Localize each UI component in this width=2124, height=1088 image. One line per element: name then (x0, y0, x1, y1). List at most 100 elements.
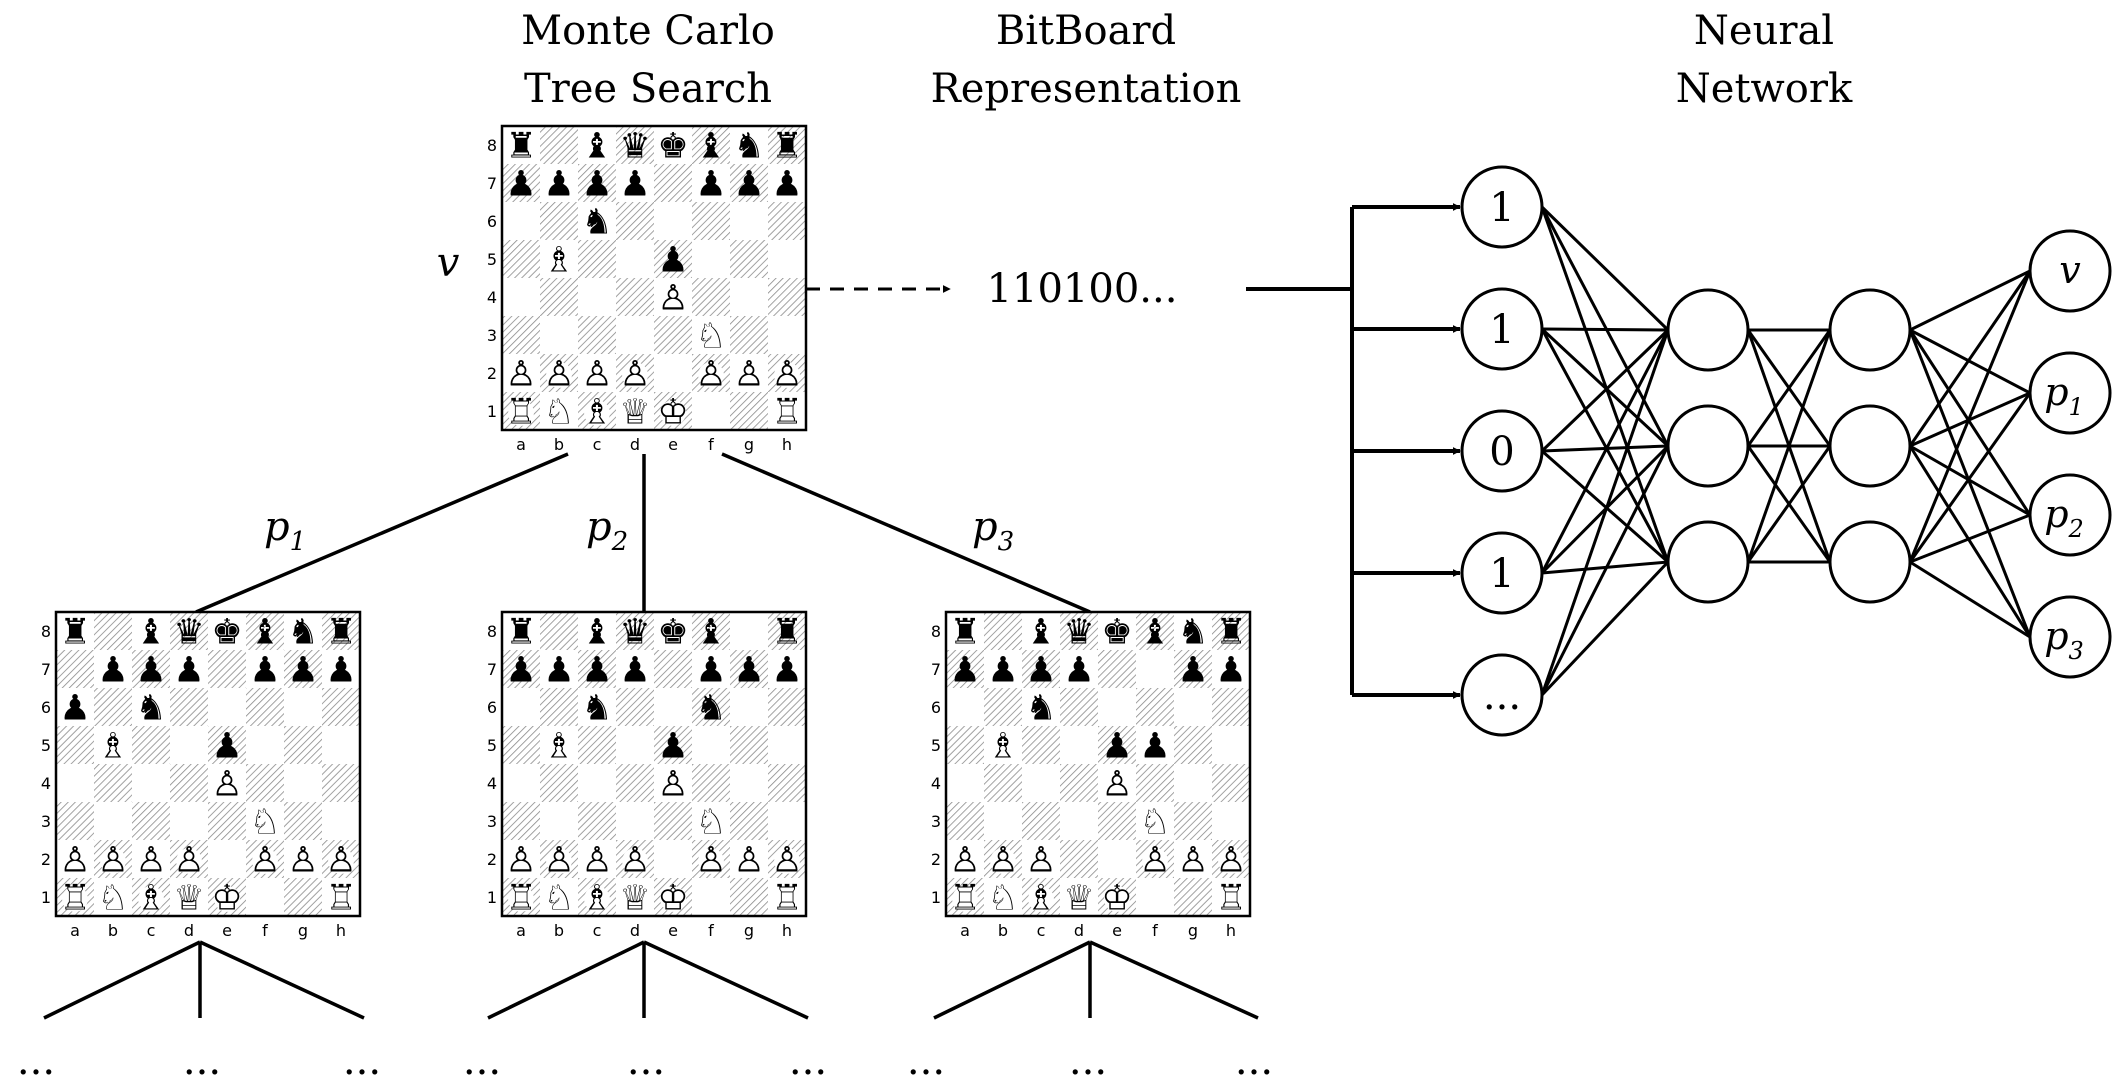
dark-square (540, 126, 578, 164)
rank-label: 4 (931, 774, 941, 793)
rank-label: 6 (41, 698, 51, 717)
white-rook-icon: ♖ (325, 879, 356, 919)
light-square (1022, 612, 1060, 650)
light-square (654, 688, 692, 726)
file-label: b (554, 921, 564, 940)
light-square (94, 650, 132, 688)
black-queen-icon: ♛ (619, 127, 650, 167)
light-square (1174, 688, 1212, 726)
input-bus-arrows (1246, 203, 1461, 699)
light-square (94, 802, 132, 840)
dark-square (540, 688, 578, 726)
output-node-label: p3 (2044, 614, 2084, 665)
dark-square (578, 164, 616, 202)
light-square (692, 726, 730, 764)
dark-square (208, 726, 246, 764)
white-king-icon: ♔ (657, 879, 688, 919)
dark-square (502, 802, 540, 840)
dark-square (768, 688, 806, 726)
dark-square (94, 612, 132, 650)
board-border (944, 610, 1252, 918)
file-label: c (147, 921, 156, 940)
dark-square (1098, 650, 1136, 688)
black-knight-icon: ♞ (581, 203, 612, 243)
light-square (730, 202, 768, 240)
dark-square (56, 802, 94, 840)
black-rook-icon: ♜ (771, 613, 802, 653)
black-rook-icon: ♜ (949, 613, 980, 653)
dark-square (502, 240, 540, 278)
light-square (616, 726, 654, 764)
input-node-label: 1 (1489, 185, 1514, 231)
light-square (654, 840, 692, 878)
black-pawn-icon: ♟ (695, 651, 726, 691)
light-square (208, 840, 246, 878)
heading-bitboard: BitBoard Representation (931, 8, 1242, 112)
light-square (540, 802, 578, 840)
dark-square (540, 202, 578, 240)
white-bishop-icon: ♗ (543, 727, 574, 767)
white-pawn-icon: ♙ (287, 841, 318, 881)
file-label: b (108, 921, 118, 940)
dark-square (1174, 802, 1212, 840)
white-pawn-icon: ♙ (949, 841, 980, 881)
light-square (1060, 726, 1098, 764)
white-rook-icon: ♖ (505, 879, 536, 919)
light-square (654, 126, 692, 164)
black-bishop-icon: ♝ (1139, 613, 1170, 653)
white-bishop-icon: ♗ (581, 879, 612, 919)
file-label: g (744, 921, 754, 940)
white-pawn-icon: ♙ (543, 841, 574, 881)
chessboard-child-1: ♜♝♛♚♝♞♜♟♟♟♟♟♟♟♞♗♟♙♘♙♙♙♙♙♙♙♖♘♗♕♔♖87654321… (41, 610, 362, 940)
light-square (616, 240, 654, 278)
file-label: d (630, 921, 640, 940)
dark-square (692, 202, 730, 240)
dark-square (94, 764, 132, 802)
white-rook-icon: ♖ (505, 393, 536, 433)
black-pawn-icon: ♟ (619, 165, 650, 205)
dark-square (56, 726, 94, 764)
light-square (578, 764, 616, 802)
output-node (2028, 229, 2112, 313)
dark-square (984, 688, 1022, 726)
dark-square (616, 126, 654, 164)
light-square (540, 164, 578, 202)
rank-label: 1 (487, 402, 497, 421)
dark-square (170, 764, 208, 802)
rank-label: 8 (487, 136, 497, 155)
white-knight-icon: ♘ (695, 317, 726, 357)
file-label: d (184, 921, 194, 940)
dark-square (730, 392, 768, 430)
dark-square (946, 726, 984, 764)
light-square (1136, 726, 1174, 764)
dark-square (692, 278, 730, 316)
black-pawn-icon: ♟ (325, 651, 356, 691)
file-label: a (516, 921, 526, 940)
file-label: b (998, 921, 1008, 940)
chessboard-child-3: ♜♝♛♚♝♞♜♟♟♟♟♟♟♞♗♟♟♙♘♙♙♙♙♙♙♖♘♗♕♔♖87654321a… (931, 610, 1252, 940)
file-label: e (1112, 921, 1122, 940)
ellipsis: ... (627, 1038, 665, 1084)
subtree-ellipses: ... ... ... ... ... ... ... ... ... (17, 1038, 1273, 1084)
dark-square (1060, 612, 1098, 650)
light-square (502, 202, 540, 240)
file-label: h (336, 921, 346, 940)
white-knight-icon: ♘ (543, 879, 574, 919)
rank-label: 7 (487, 660, 497, 679)
light-square (578, 612, 616, 650)
black-pawn-icon: ♟ (505, 165, 536, 205)
heading-bitboard-line1: BitBoard (996, 8, 1176, 54)
branch-label-1: p1 (264, 504, 306, 557)
light-square (1174, 764, 1212, 802)
black-bishop-icon: ♝ (581, 127, 612, 167)
white-rook-icon: ♖ (771, 879, 802, 919)
dark-square (208, 802, 246, 840)
dark-square (946, 650, 984, 688)
light-square (1060, 802, 1098, 840)
black-king-icon: ♚ (657, 613, 688, 653)
light-square (1212, 802, 1250, 840)
dark-square (768, 612, 806, 650)
file-label: g (1188, 921, 1198, 940)
white-knight-icon: ♘ (695, 803, 726, 843)
